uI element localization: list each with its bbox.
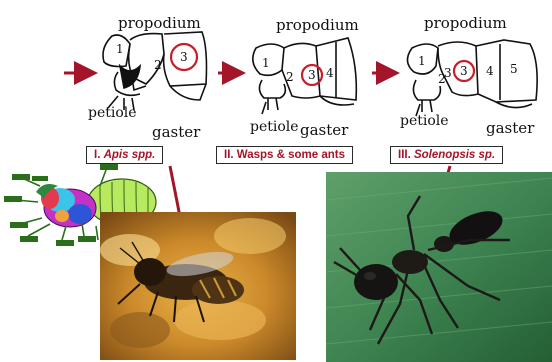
segment-number: 4 — [486, 64, 494, 78]
stage-2-petiole-label: petiole — [250, 119, 299, 135]
stage-3-label-name: Solenopsis sp. — [414, 149, 495, 161]
stage-3-label: III. Solenopsis sp. — [390, 146, 503, 164]
stage-2-gaster-label: gaster — [300, 121, 348, 139]
stage-3-propodium-label: propodium — [424, 14, 507, 32]
stage-3-petiole-label: petiole — [400, 113, 449, 129]
stage-2-propodium-label: propodium — [276, 16, 359, 34]
segment-number: 2 — [286, 70, 294, 84]
stage-3-label-prefix: III. — [398, 149, 414, 161]
segment-number: 1 — [262, 56, 270, 70]
stage-1-propodium-label: propodium — [118, 14, 201, 32]
segment-number: 1 — [116, 42, 124, 56]
segment-number: 3 — [180, 50, 188, 64]
stage-3-gaster-label: gaster — [486, 119, 534, 137]
segment-number: 3 — [308, 68, 316, 82]
stage-2-sketch — [253, 38, 357, 114]
segment-number: 4 — [326, 66, 334, 80]
stage-1-label: I. Apis spp. — [86, 146, 163, 164]
segment-number: 1 — [418, 54, 426, 68]
segment-number: 3 — [444, 66, 452, 80]
segment-number: 2 — [154, 58, 162, 72]
stage-1-gaster-label: gaster — [152, 123, 200, 141]
ant-photo — [326, 172, 552, 362]
stage-1-label-name: Apis spp. — [104, 149, 156, 161]
stage-1-petiole-label: petiole — [88, 105, 137, 121]
segment-number: 3 — [460, 64, 468, 78]
stage-1-label-prefix: I. — [94, 149, 104, 161]
stage-2-label-name: II. Wasps & some ants — [224, 149, 345, 161]
stage-2-label: II. Wasps & some ants — [216, 146, 353, 164]
segment-number: 5 — [510, 62, 518, 76]
bee-photo — [100, 212, 296, 360]
